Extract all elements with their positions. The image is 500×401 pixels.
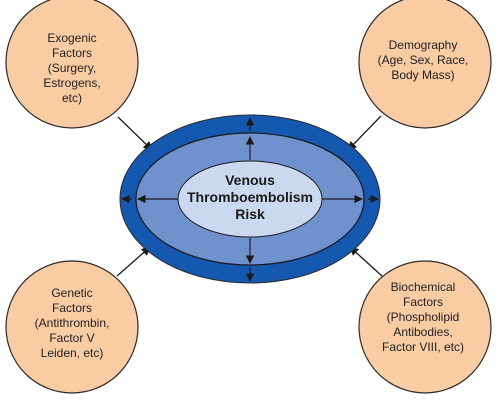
exogenic-factors-circle <box>5 0 139 129</box>
genetic-factors-label: Genetic Factors (Antithrombin, Factor V … <box>34 286 110 360</box>
genetic-factors-circle <box>5 260 139 394</box>
arrow-genetic-to-center <box>116 246 151 277</box>
arrow-exogenic-to-center <box>117 116 153 151</box>
biochemical-factors-label: Biochemical Factors (Phospholipid Antibo… <box>381 280 465 354</box>
arrow-biochemical-to-center <box>349 246 383 277</box>
demography-circle <box>358 0 492 129</box>
arrow-demography-to-center <box>347 115 382 151</box>
center-risk-label: Venous Thromboembolism Risk <box>186 172 313 222</box>
demography-label: Demography (Age, Sex, Race, Body Mass) <box>377 38 469 82</box>
biochemical-factors-circle <box>358 260 492 394</box>
exogenic-factors-label: Exogenic Factors (Surgery, Estrogens, et… <box>43 31 101 105</box>
